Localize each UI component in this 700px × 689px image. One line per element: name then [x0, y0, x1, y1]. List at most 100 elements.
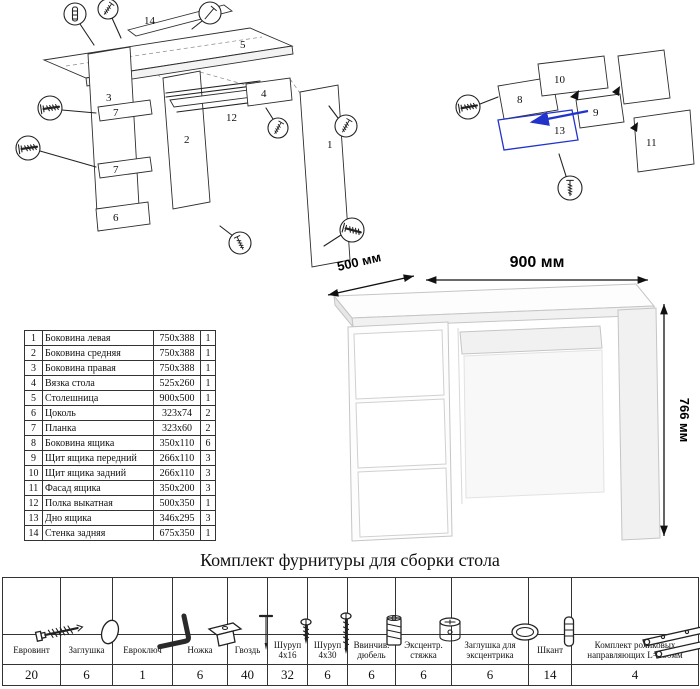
- part-tie: [245, 77, 293, 107]
- part-bar: [97, 99, 153, 122]
- part-qty: 1: [200, 375, 216, 391]
- hardware-icons-row: [2, 577, 700, 659]
- part-qty: 1: [200, 525, 216, 541]
- hardware-icon-cell: [451, 577, 539, 641]
- part-label-5: 5: [240, 39, 246, 51]
- part-qty: 1: [200, 360, 216, 376]
- hardware-qty: 6: [347, 664, 396, 686]
- insert-direction-arrow: [529, 109, 589, 126]
- part-name: Щит ящика передний: [42, 450, 154, 466]
- hardware-icon-cell: [2, 577, 84, 642]
- part-label-9: 9: [593, 107, 599, 119]
- width-dimension-label: 900 мм: [510, 254, 565, 271]
- part-qty: 2: [200, 405, 216, 421]
- part-drawer-facade: [633, 109, 695, 173]
- height-dimension-label: 766 мм: [677, 398, 692, 443]
- part-label-11: 11: [646, 137, 657, 149]
- drawer-front: [355, 398, 447, 469]
- part-qty: 1: [200, 495, 216, 511]
- hex-key-icon: [156, 613, 191, 650]
- hardware-qty: 32: [267, 664, 308, 686]
- assembly-arrow: [570, 90, 579, 100]
- hardware-icon-cell: [267, 577, 312, 644]
- hardware-qty: 40: [227, 664, 268, 686]
- part-number: 4: [24, 375, 43, 391]
- part-size: 346x295: [153, 510, 201, 526]
- hardware-icon-cell: [571, 577, 700, 659]
- hardware-qty: 6: [60, 664, 113, 686]
- part-name: Столешница: [42, 390, 154, 406]
- hardware-table: Евровинт Заглушка Евроключ Ножка Гвоздь …: [2, 577, 700, 686]
- screw-callout: [219, 225, 252, 255]
- part-name: Дно ящика: [42, 510, 154, 526]
- part-number: 6: [24, 405, 43, 421]
- confirmat-callout: [37, 95, 97, 121]
- part-name: Вязка стола: [42, 375, 154, 391]
- part-drawer-side: [617, 49, 671, 105]
- part-label-14: 14: [144, 15, 156, 27]
- part-name: Цоколь: [42, 405, 154, 421]
- part-name: Боковина ящика: [42, 435, 154, 451]
- part-size: 525x260: [153, 375, 201, 391]
- part-qty: 3: [200, 480, 216, 496]
- part-size: 750x388: [153, 330, 201, 346]
- hardware-name: Заглушка: [60, 634, 113, 665]
- hardware-kit-title: Комплект фурнитуры для сборки стола: [200, 550, 500, 570]
- part-number: 11: [24, 480, 43, 496]
- cap-icon: [100, 619, 119, 645]
- hardware-icon-cell: [172, 577, 243, 647]
- part-label-13: 13: [554, 125, 566, 137]
- part-name: Щит ящика задний: [42, 465, 154, 481]
- part-label-7: 7: [113, 107, 119, 119]
- nail-icon: [258, 614, 273, 650]
- drawer-front: [357, 467, 449, 538]
- part-size: 350x200: [153, 480, 201, 496]
- part-label-8: 8: [517, 94, 523, 106]
- wood-dowel-icon: [563, 616, 575, 647]
- part-label-3: 3: [106, 92, 112, 104]
- part-qty: 3: [200, 465, 216, 481]
- part-number: 10: [24, 465, 43, 481]
- hardware-icon-cell: [307, 577, 352, 654]
- drawer-assembly-diagram: 8 10 9 13 11: [455, 49, 695, 201]
- part-number: 2: [24, 345, 43, 361]
- exploded-assembly-diagram: 14 5 3: [15, 0, 695, 268]
- part-qty: 2: [200, 420, 216, 436]
- part-label-4: 4: [261, 88, 267, 100]
- nail-callout: [191, 1, 222, 30]
- part-plinth: [95, 201, 151, 232]
- screw-in-dowel-icon: [385, 614, 402, 646]
- hardware-qty-row: 20 6 1 6 40 32 6 6 6 6 14 4: [2, 664, 699, 686]
- hardware-qty: 6: [451, 664, 529, 686]
- hardware-name: Эксцентр. стяжка: [395, 634, 452, 665]
- part-number: 3: [24, 360, 43, 376]
- part-right-side: [299, 84, 351, 268]
- cam-cap-icon: [511, 623, 539, 641]
- hardware-qty: 20: [2, 664, 61, 686]
- part-name: Боковина средняя: [42, 345, 154, 361]
- part-name: Боковина правая: [42, 360, 154, 376]
- part-qty: 1: [200, 345, 216, 361]
- cam-lock-icon: [438, 617, 461, 642]
- screw-4x16-icon: [299, 618, 312, 644]
- part-qty: 1: [200, 390, 216, 406]
- part-label-12: 12: [226, 112, 237, 124]
- part-number: 12: [24, 495, 43, 511]
- part-label-7: 7: [113, 164, 119, 176]
- part-name: Боковина левая: [42, 330, 154, 346]
- hardware-qty: 14: [528, 664, 572, 686]
- part-size: 323x74: [153, 405, 201, 421]
- part-size: 675x350: [153, 525, 201, 541]
- part-size: 266x110: [153, 465, 201, 481]
